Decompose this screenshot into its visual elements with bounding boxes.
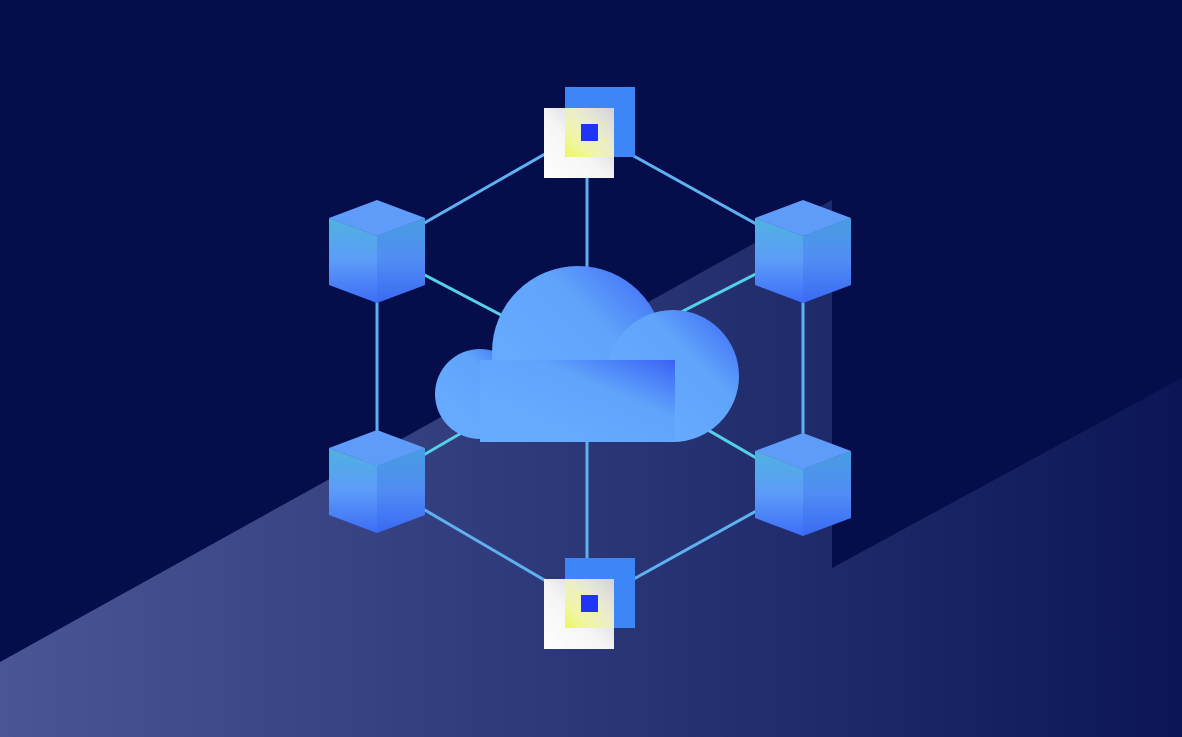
cube-node-bottom-left xyxy=(329,430,425,533)
background-band xyxy=(0,200,1182,737)
cube-node-top-left xyxy=(329,200,425,303)
square-dot xyxy=(581,595,598,612)
cube-node-bottom-right xyxy=(755,433,851,536)
square-node-bottom xyxy=(544,558,635,649)
cloud-icon xyxy=(435,266,739,442)
cube-node-top-right xyxy=(755,200,851,303)
square-dot xyxy=(581,124,598,141)
square-node-top xyxy=(544,87,635,178)
